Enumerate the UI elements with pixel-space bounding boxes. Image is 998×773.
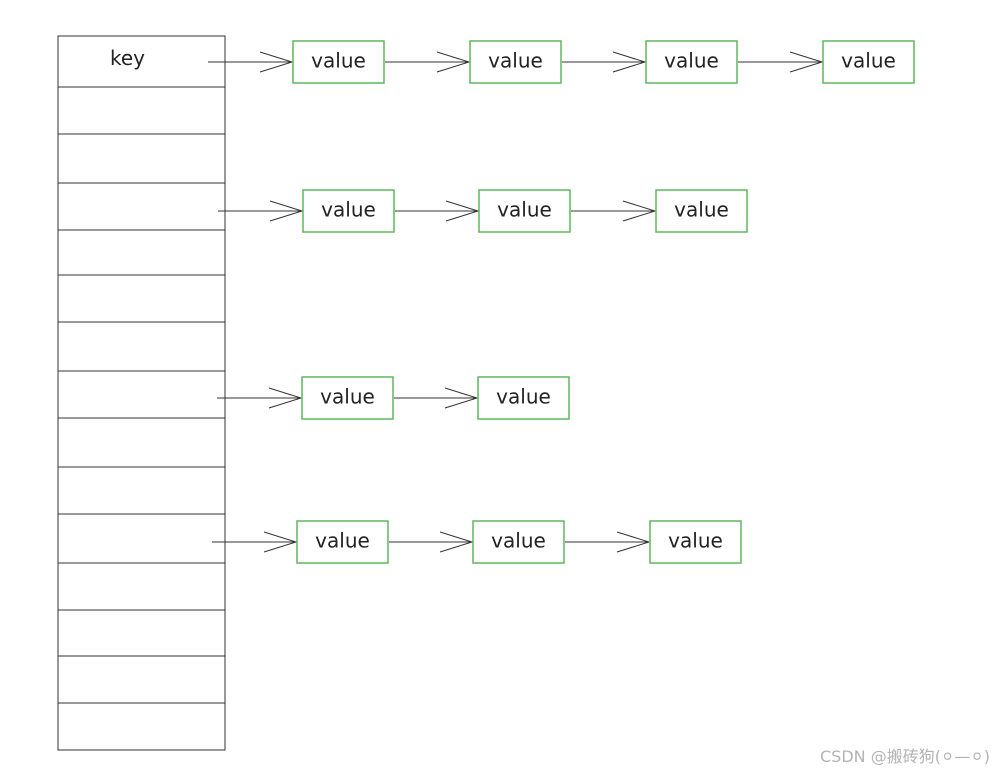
value-node — [301, 376, 394, 420]
key-table: key — [57, 35, 226, 751]
value-node-label: value — [841, 49, 896, 73]
value-node — [302, 189, 395, 233]
value-node-label: value — [488, 49, 543, 73]
arrow-head — [444, 387, 479, 409]
value-nodes: value value value value value value value value… — [292, 40, 915, 564]
value-node — [478, 189, 571, 233]
arrow-head — [263, 531, 298, 553]
value-node-label: value — [496, 385, 551, 409]
value-node-label: value — [320, 385, 375, 409]
value-node — [645, 40, 738, 84]
arrow-head — [622, 200, 657, 222]
arrow-head — [268, 387, 303, 409]
value-node-label: value — [315, 529, 370, 553]
arrow-head — [789, 51, 824, 73]
arrows — [208, 51, 824, 553]
value-node — [655, 189, 748, 233]
arrow-head — [445, 200, 480, 222]
value-node-label: value — [491, 529, 546, 553]
arrow-head — [616, 531, 651, 553]
value-node — [296, 520, 389, 564]
value-node — [649, 520, 742, 564]
value-node-label: value — [311, 49, 366, 73]
value-node-label: value — [668, 529, 723, 553]
arrow-head — [436, 51, 471, 73]
value-node — [822, 40, 915, 84]
table-outline — [57, 35, 226, 751]
watermark: CSDN @搬砖狗(⚪—⚪) — [819, 747, 990, 766]
arrow-head — [259, 51, 294, 73]
value-node — [292, 40, 385, 84]
value-node — [472, 520, 565, 564]
arrow-head — [612, 51, 647, 73]
value-node — [469, 40, 562, 84]
value-node-label: value — [664, 49, 719, 73]
value-node-label: value — [674, 198, 729, 222]
arrow-head — [269, 200, 304, 222]
arrow-head — [439, 531, 474, 553]
table-cell-label: key — [110, 46, 145, 70]
value-node-label: value — [497, 198, 552, 222]
value-node-label: value — [321, 198, 376, 222]
value-node — [477, 376, 570, 420]
